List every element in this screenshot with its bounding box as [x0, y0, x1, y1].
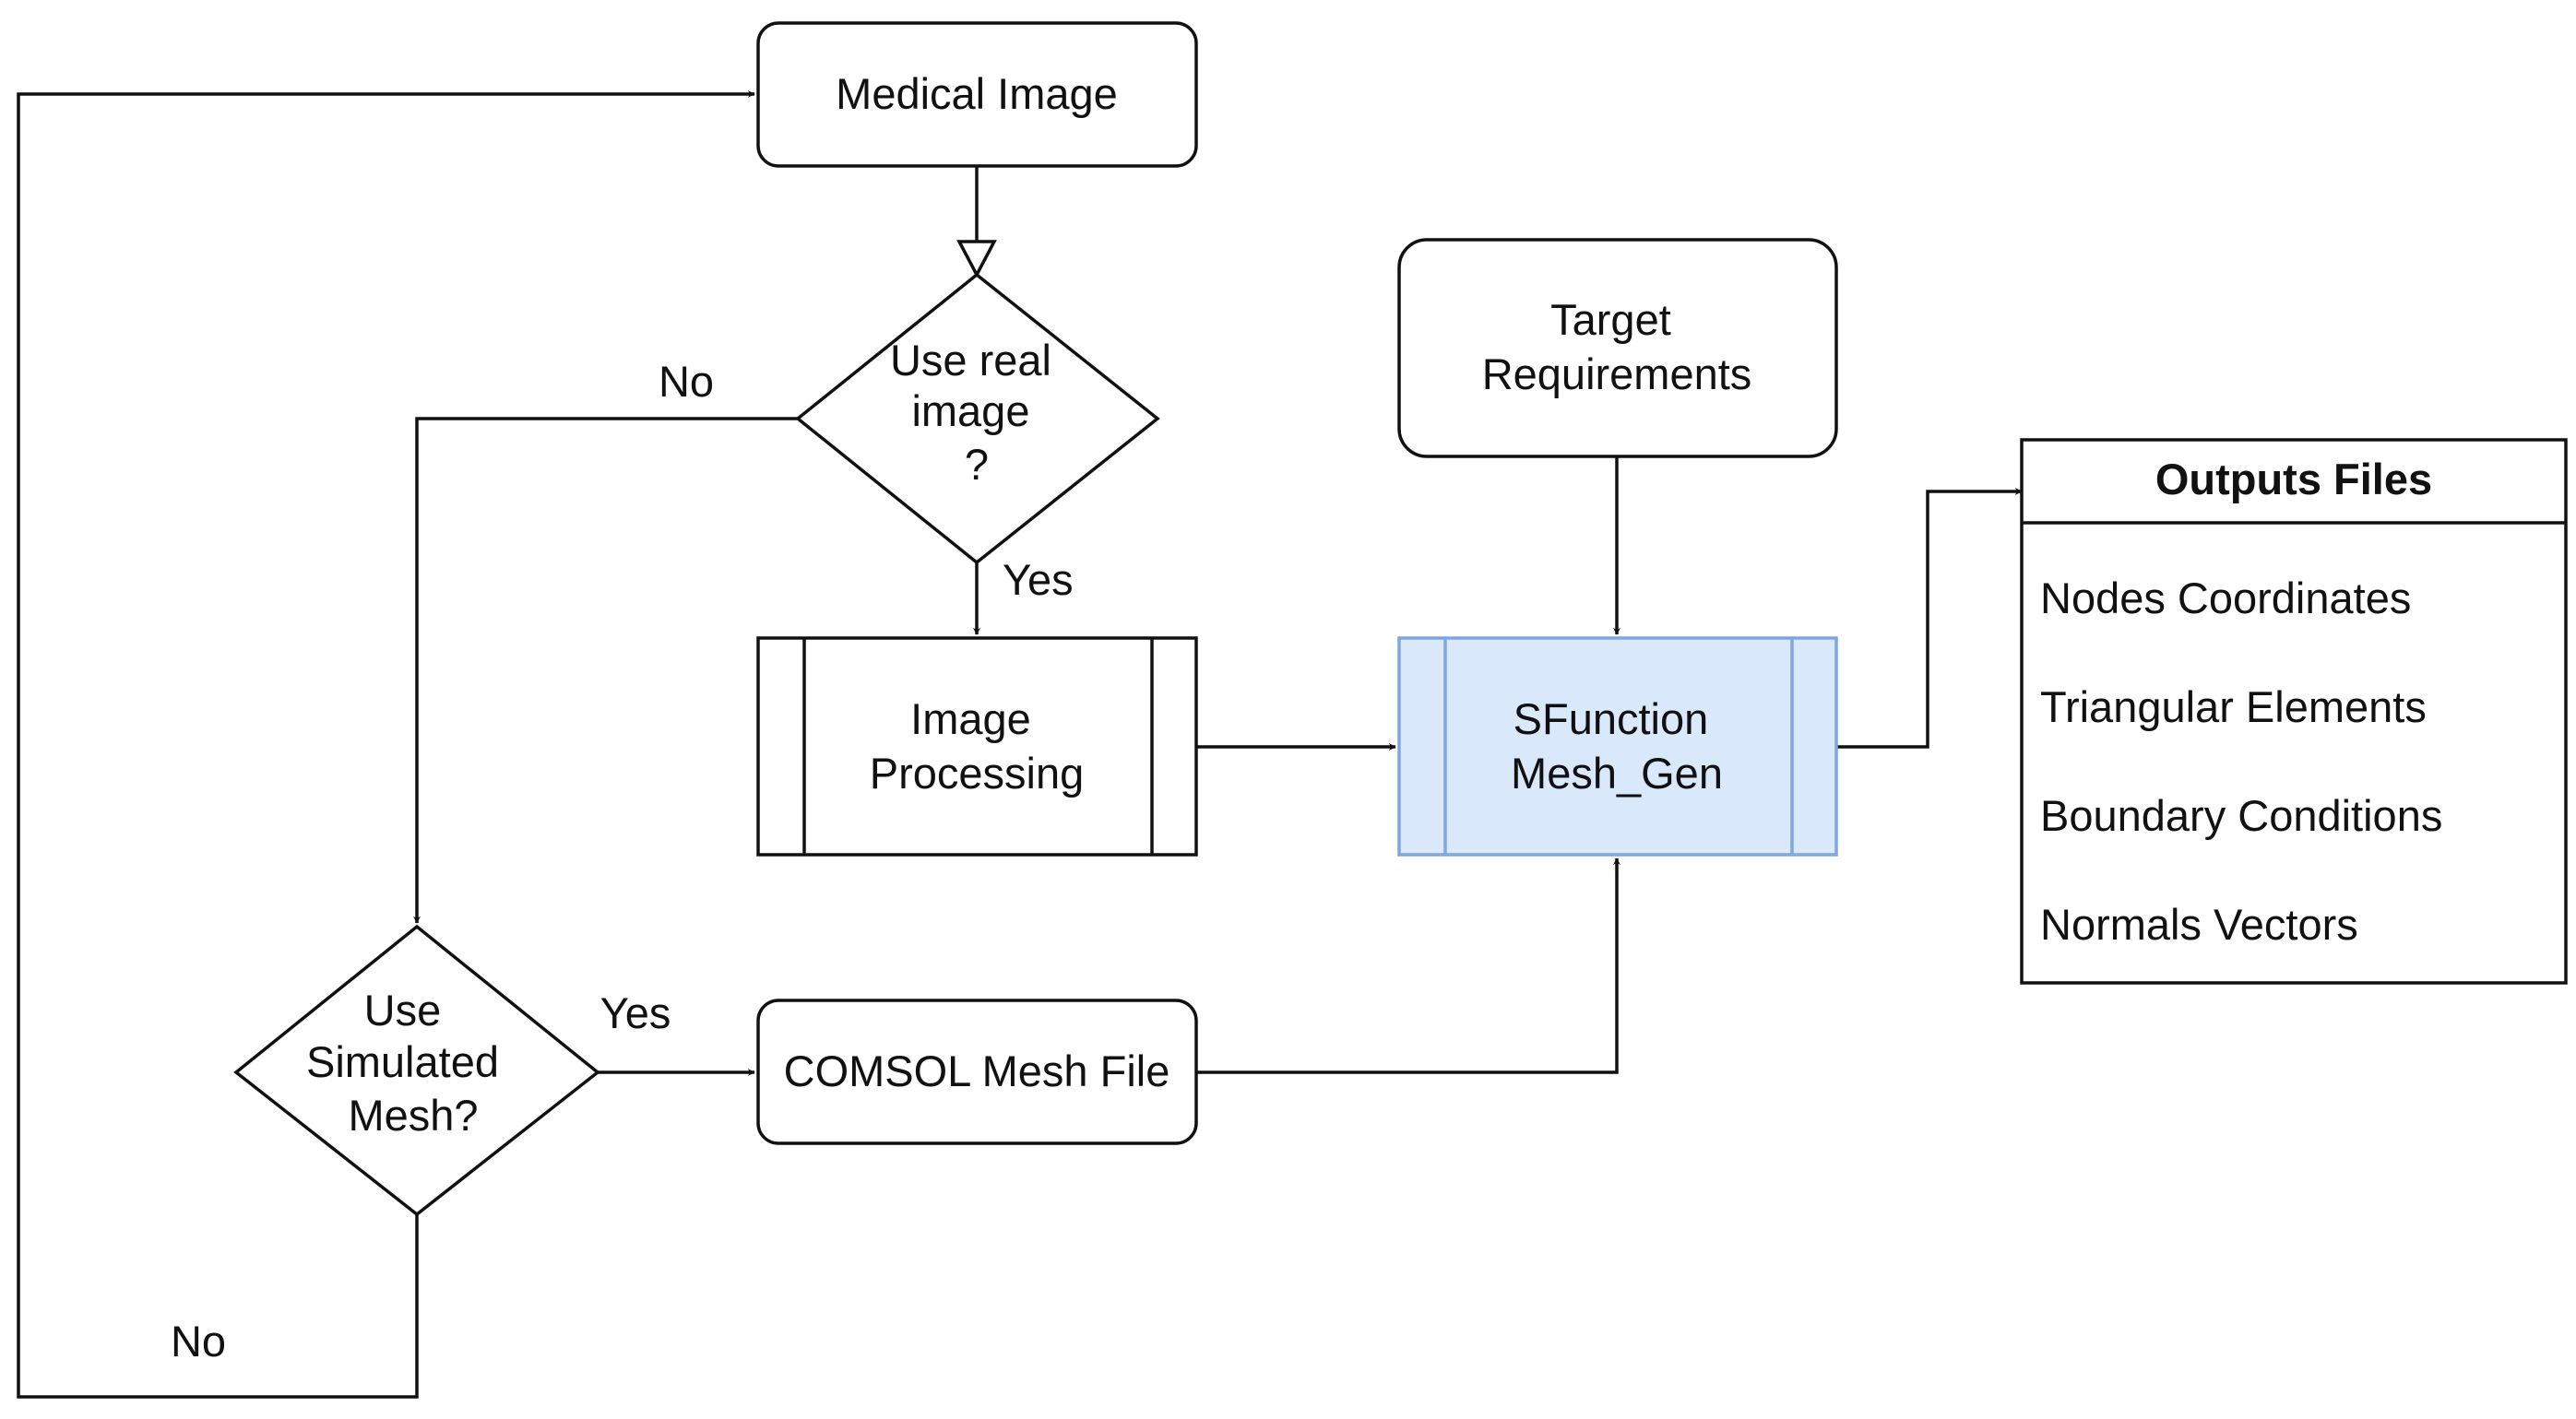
edge-comsol-to-sfunction [1196, 857, 1620, 1074]
edge-label-sim-no: No [171, 1317, 226, 1366]
decision-use-simulated-mesh-line-3: Mesh? [348, 1091, 478, 1140]
svg-text:Image Processing: Image Processing [870, 694, 1085, 798]
svg-text:SFunction Mesh_Gen: SFunction Mesh_Gen [1511, 694, 1723, 798]
outputs-item-boundary-conditions: Boundary Conditions [2040, 791, 2442, 840]
node-sfunction-line-2: Mesh_Gen [1511, 749, 1723, 798]
node-comsol-mesh-file-label: COMSOL Mesh File [784, 1047, 1170, 1095]
edge-medical-to-decision [956, 166, 997, 278]
node-target-requirements: Target Requirements [1397, 238, 1838, 458]
edge-sim-no-loop [17, 90, 755, 1399]
edge-label-real-yes: Yes [1003, 555, 1074, 604]
node-medical-image-label: Medical Image [836, 69, 1118, 118]
node-image-processing-line-1: Image [910, 694, 1031, 743]
outputs-item-triangular-elements: Triangular Elements [2040, 682, 2427, 731]
node-sfunction-mesh-gen: SFunction Mesh_Gen [1397, 636, 1838, 857]
svg-text:Use Simulated Mesh: Use Simulated Mesh? [306, 986, 511, 1140]
outputs-item-normals-vectors: Normals Vectors [2040, 900, 2358, 949]
outputs-files-title: Outputs Files [2155, 455, 2432, 503]
svg-text:Target Requirements: Target Requirements [1482, 295, 1752, 398]
node-comsol-mesh-file: COMSOL Mesh File [756, 999, 1198, 1145]
decision-use-real-image: Use real image ? [795, 272, 1160, 565]
node-image-processing: Image Processing [756, 636, 1198, 857]
svg-text:Use real image ?: Use real image ? [890, 336, 1063, 489]
edge-label-real-no: No [659, 357, 714, 406]
edge-real-no [413, 417, 798, 924]
decision-use-real-image-line-3: ? [965, 440, 989, 489]
decision-use-simulated-mesh-line-2: Simulated [306, 1037, 499, 1086]
edge-label-sim-yes: Yes [600, 988, 671, 1037]
node-sfunction-line-1: SFunction [1514, 694, 1709, 743]
node-image-processing-line-2: Processing [870, 749, 1085, 798]
node-outputs-files: Outputs Files Nodes Coordinates Triangul… [2020, 438, 2568, 985]
node-target-requirements-line-2: Requirements [1482, 349, 1752, 398]
decision-use-simulated-mesh: Use Simulated Mesh? [233, 924, 600, 1217]
edge-sfunction-to-outputs [1836, 488, 2023, 749]
decision-use-simulated-mesh-line-1: Use [364, 986, 442, 1035]
node-medical-image: Medical Image [756, 21, 1198, 168]
decision-use-real-image-line-1: Use real [890, 336, 1051, 384]
outputs-item-nodes-coordinates: Nodes Coordinates [2040, 574, 2411, 622]
decision-use-real-image-line-2: image [911, 386, 1029, 435]
node-target-requirements-line-1: Target [1550, 295, 1671, 344]
